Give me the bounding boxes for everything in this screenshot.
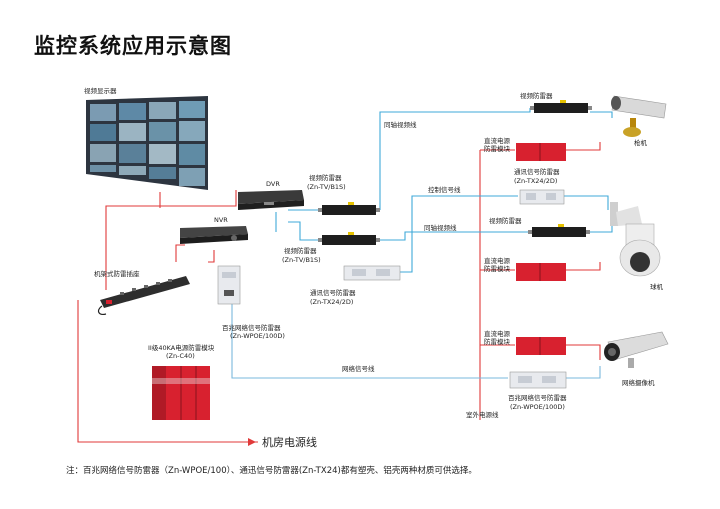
comm-spd-icon (343, 265, 401, 281)
coax-video-line-1-label: 同轴视频线 (384, 121, 417, 129)
right-comm-spd-label: 通讯信号防雷器 (514, 168, 560, 176)
video-spd-1-icon (318, 202, 380, 215)
comm-spd-model: (Zn-TX24/2D) (310, 298, 354, 306)
class2-power-spd-icon (152, 366, 210, 420)
class2-spd-model: (Zn-C40) (166, 352, 195, 360)
video-spd-1-model: (Zn-TV/B1S) (307, 183, 346, 191)
network-spd-device-icon (217, 265, 241, 305)
page-title: 监控系统应用示意图 (34, 34, 232, 58)
network-spd-label: 百兆网络信号防雷器 (222, 324, 281, 332)
gun-camera-icon (611, 95, 667, 137)
dc-spd-2-icon (516, 263, 566, 281)
dome-camera-label: 球机 (650, 283, 663, 291)
nvr-label: NVR (214, 216, 228, 224)
right-video-spd-mid-label: 视频防雷器 (489, 217, 522, 225)
right-comm-spd-icon (519, 189, 565, 205)
coax-video-line-2-label: 同轴视频线 (424, 224, 457, 232)
video-spd-1-label: 视频防雷器 (309, 174, 342, 182)
right-video-spd-top-label: 视频防雷器 (520, 92, 553, 100)
right-video-spd-mid-icon (528, 224, 590, 237)
dvr-label: DVR (266, 180, 280, 188)
room-power-line-label: 机房电源线 (262, 436, 317, 449)
video-lines (157, 100, 613, 273)
dc-spd-1-label: 直流电源 防雷模块 (484, 137, 510, 153)
rack-pdu-label: 机架式防雷插座 (94, 270, 140, 278)
video-spd-2-label: 视频防雷器 (284, 247, 317, 255)
rack-pdu-icon (97, 276, 190, 315)
footnote: 注：百兆网络信号防雷器（Zn-WPOE/100）、通迅信号防雷器(Zn-TX24… (66, 466, 477, 476)
video-spd-2-model: (Zn-TV/B1S) (282, 256, 321, 264)
video-wall-icon (86, 96, 208, 190)
ip-camera-icon (604, 331, 669, 368)
right-comm-spd-model: (Zn-TX24/2D) (514, 177, 558, 185)
network-spd-model: (Zn-WPOE/100D) (230, 332, 285, 340)
nvr-icon (180, 226, 248, 244)
dc-spd-3-icon (516, 337, 566, 355)
dvr-icon (238, 190, 304, 210)
comm-spd-label: 通讯信号防雷器 (310, 289, 356, 297)
ip-camera-label: 网络摄像机 (622, 379, 655, 387)
video-spd-2-icon (318, 232, 380, 245)
network-signal-line-label: 网络信号线 (342, 365, 375, 373)
gun-camera-label: 枪机 (634, 139, 647, 147)
video-wall-label: 视频显示器 (84, 87, 117, 95)
dome-camera-icon (610, 202, 661, 277)
outdoor-power-line-label: 室外电源线 (466, 411, 499, 419)
right-network-spd-label: 百兆网络信号防雷器 (508, 394, 567, 402)
dc-spd-1-icon (516, 143, 566, 161)
power-lines (77, 142, 601, 443)
network-lines (231, 300, 601, 379)
control-signal-line-label: 控制信号线 (428, 186, 461, 194)
right-network-spd-icon (509, 371, 567, 389)
dc-spd-3-label: 直流电源 防雷模块 (484, 330, 510, 346)
right-video-spd-top-icon (530, 100, 592, 113)
class2-spd-label: II级40KA电源防雷模块 (148, 344, 215, 352)
right-network-spd-model: (Zn-WPOE/100D) (510, 403, 565, 411)
dc-spd-2-label: 直流电源 防雷模块 (484, 257, 510, 273)
